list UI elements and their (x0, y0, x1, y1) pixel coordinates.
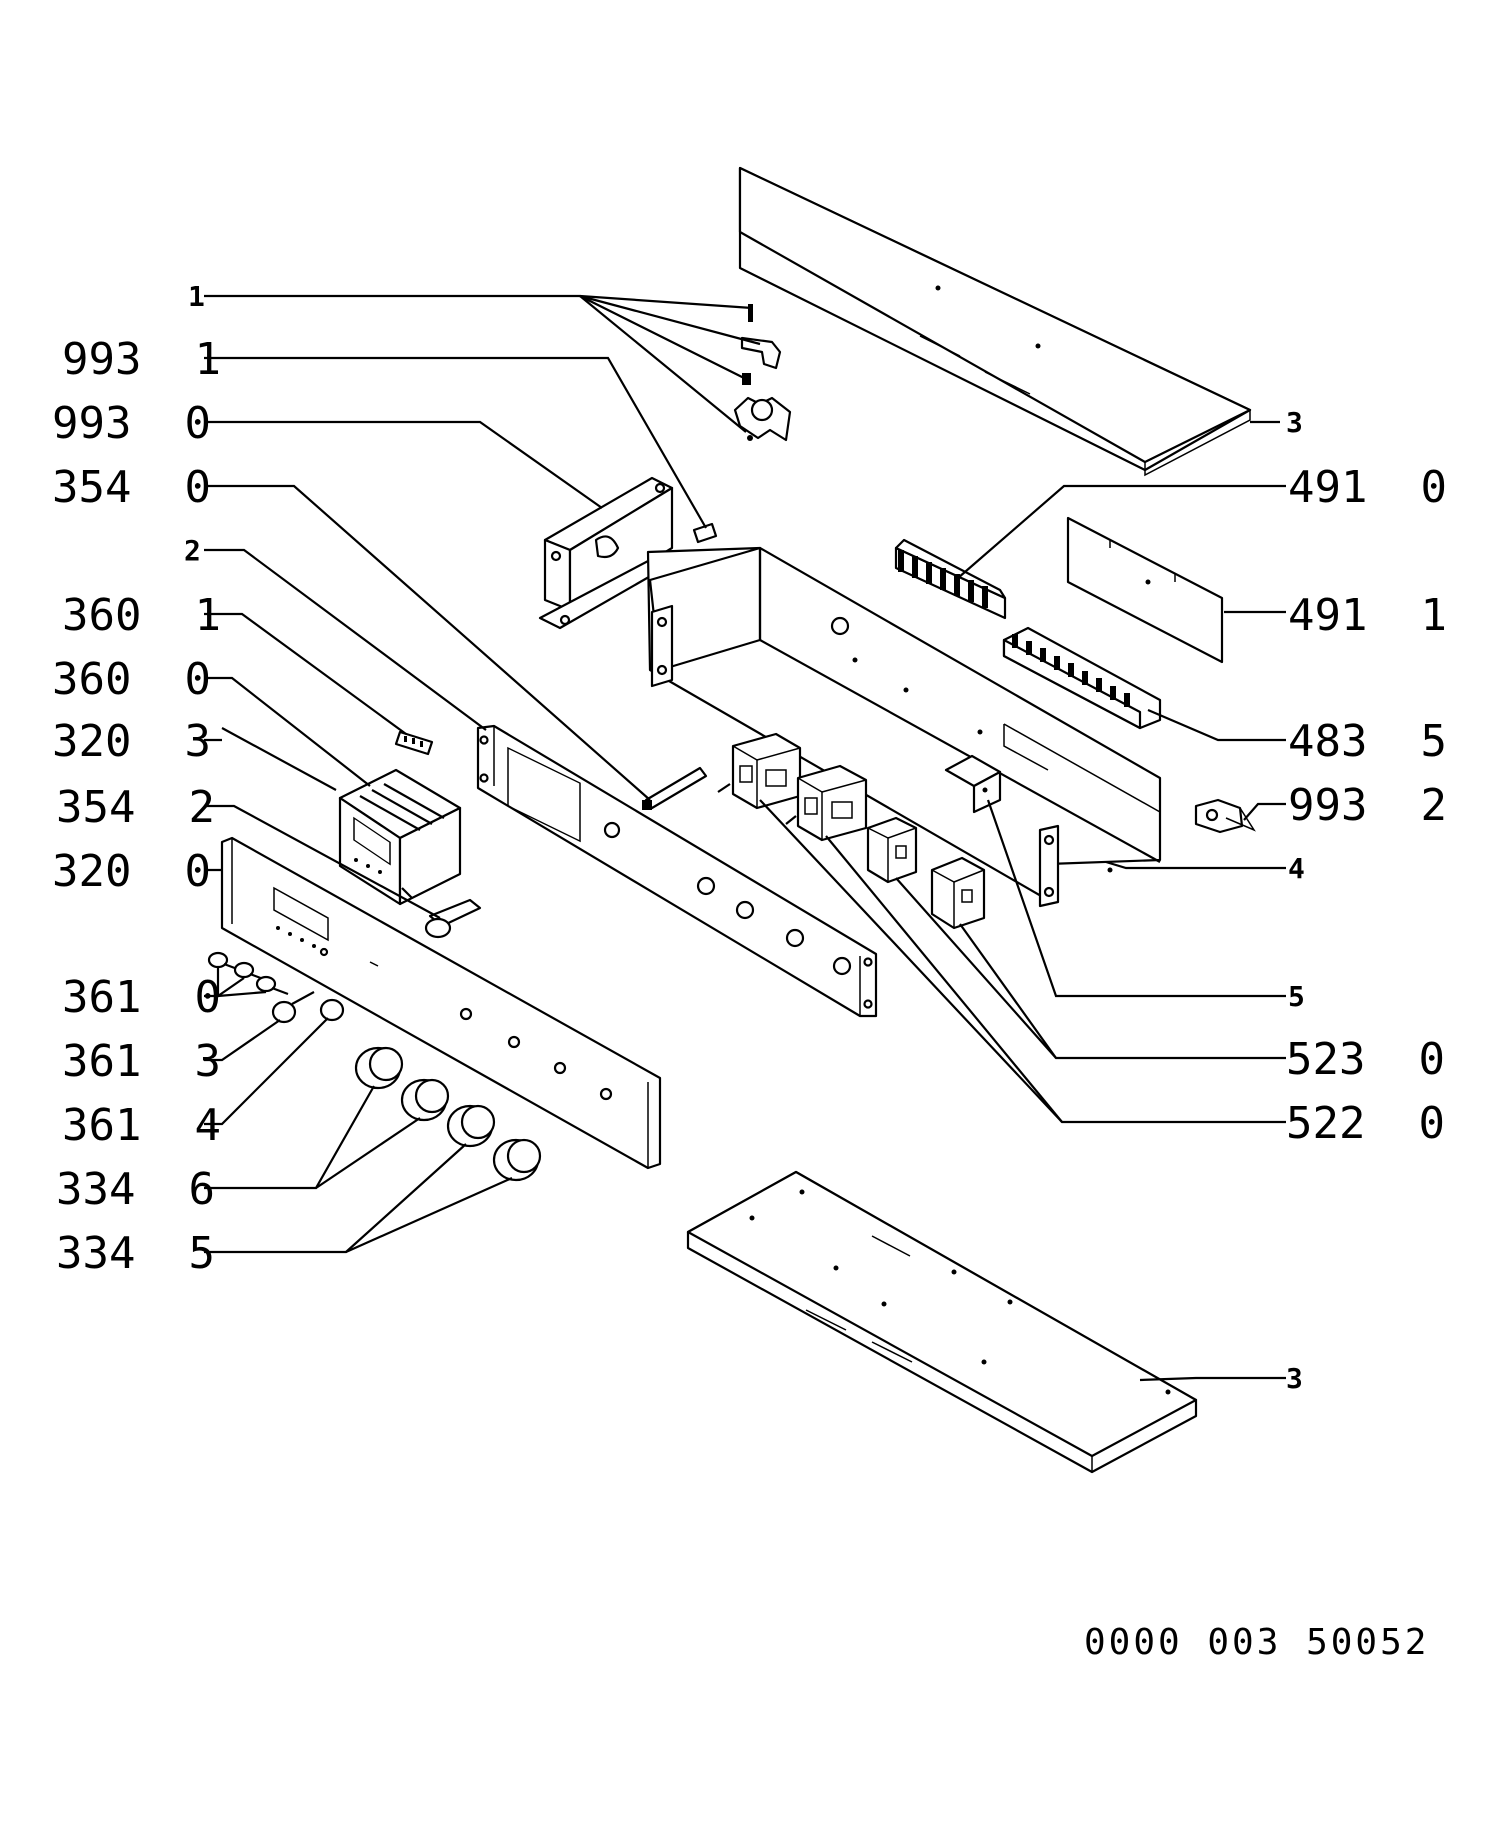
control-support-plate (476, 724, 878, 1018)
knob-334-6-a (354, 1046, 404, 1090)
small-badge (394, 730, 434, 756)
spindle-rod (642, 766, 708, 810)
push-button-361-3 (271, 991, 315, 1024)
wire-rod (221, 727, 337, 791)
knob-334-6-b (400, 1078, 450, 1122)
terminal-strip (1002, 626, 1162, 730)
leader-lines (204, 294, 1286, 1382)
push-button-361-4 (319, 998, 345, 1022)
label-4: 4 (1288, 852, 1305, 885)
label-360-0: 360 0 (52, 654, 211, 705)
part-labels: 1 993 1 993 0 354 0 2 360 1 360 0 320 3 … (52, 280, 1447, 1663)
label-2-top: 2 (184, 534, 201, 567)
label-5: 5 (1288, 980, 1305, 1013)
label-334-5: 334 5 (56, 1228, 215, 1279)
label-523-0: 523 0 (1286, 1034, 1445, 1085)
bottom-cover-panel (686, 1170, 1198, 1474)
terminal-block-top (894, 538, 1007, 620)
label-360-1: 360 1 (62, 590, 221, 641)
insulating-plate (1066, 516, 1224, 664)
knob-334-5-b (492, 1138, 542, 1182)
control-panel-front (220, 836, 662, 1170)
label-3-top: 3 (1286, 406, 1303, 439)
angle-bracket (944, 754, 1002, 814)
label-320-3: 320 3 (52, 716, 211, 767)
switch-522-b (785, 764, 868, 842)
knob-334-5-a (446, 1104, 496, 1148)
switch-522-a (717, 732, 802, 810)
label-3-bottom: 3 (1286, 1362, 1303, 1395)
label-354-0: 354 0 (52, 462, 211, 513)
label-334-6: 334 6 (56, 1164, 215, 1215)
label-522-0: 522 0 (1286, 1098, 1445, 1149)
timer-module (338, 768, 462, 906)
shaft-extension (424, 898, 482, 939)
clip-assembly (733, 304, 792, 442)
push-button-361-0-c (255, 975, 289, 996)
label-993-1: 993 1 (62, 334, 221, 385)
relay-523-b (930, 856, 986, 930)
label-361-3: 361 3 (62, 1036, 221, 1087)
side-bracket (1194, 798, 1256, 834)
drawing-reference-number: 0000 003 50052 (1084, 1622, 1429, 1663)
label-354-2: 354 2 (56, 782, 215, 833)
label-361-0: 361 0 (62, 972, 221, 1023)
relay-523-a (866, 816, 918, 884)
label-320-0: 320 0 (52, 846, 211, 897)
label-491-1: 491 1 (1288, 590, 1447, 641)
label-993-2: 993 2 (1288, 780, 1447, 831)
label-483-5: 483 5 (1288, 716, 1447, 767)
top-cover-panel (738, 166, 1252, 477)
main-chassis (646, 546, 1162, 908)
label-491-0: 491 0 (1288, 462, 1447, 513)
label-993-0: 993 0 (52, 398, 211, 449)
label-1-top: 1 (188, 280, 205, 313)
label-361-4: 361 4 (62, 1100, 221, 1151)
